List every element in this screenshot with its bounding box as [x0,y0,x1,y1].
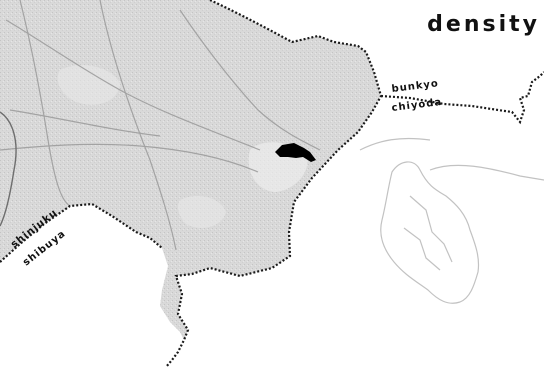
river-line [0,111,17,227]
ward-boundary [165,0,383,367]
road-network [0,0,321,251]
bunkyo-chiyoda-boundary [380,71,544,125]
east-area-outline [359,137,544,304]
label-chiyoda: chiyoda [391,97,443,114]
map-title: density [427,12,540,37]
park-patch [57,65,120,105]
label-bunkyo: bunkyo [391,78,439,95]
ward-boundary-west [0,202,163,263]
landmark-blob [275,143,316,162]
ward-density-area [0,0,381,340]
park-patch [178,196,226,228]
